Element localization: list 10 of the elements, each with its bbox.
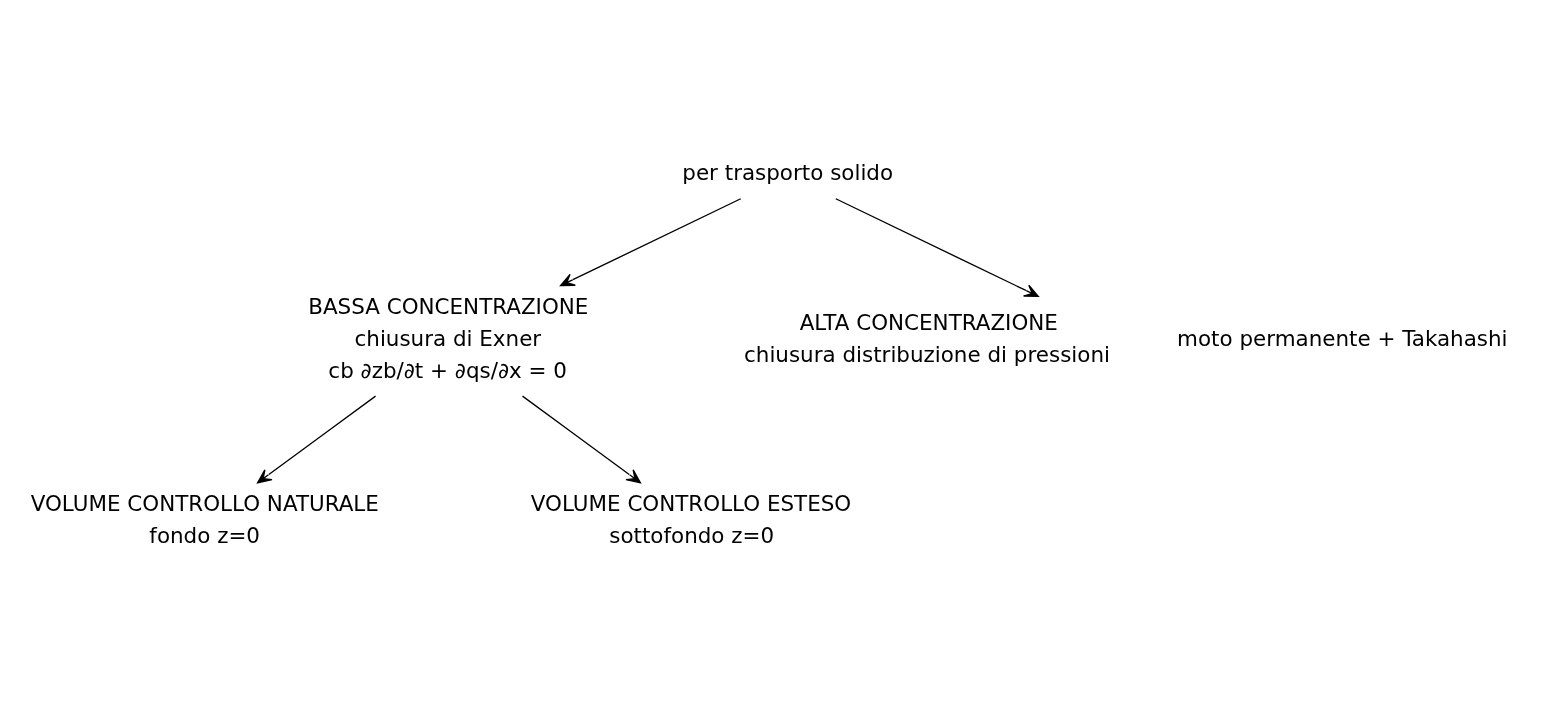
arrow (835, 198, 1039, 298)
node-text: VOLUME CONTROLLO NATURALE fondo z=0 (30, 490, 379, 548)
arrow (521, 395, 642, 484)
node-text: BASSA CONCENTRAZIONE chiusura di Exner cb ∂zb/∂t + ∂qs/∂x = 0 (308, 293, 589, 384)
node-text: ALTA CONCENTRAZIONE chiusura distribuzione di pressioni (744, 309, 1110, 367)
node-text: VOLUME CONTROLLO ESTESO sottofondo z=0 (530, 490, 852, 548)
arrow (559, 198, 742, 287)
node-label: moto permanente + Takahashi (1177, 325, 1508, 351)
arrow (256, 395, 377, 484)
node-text: per trasporto solido (682, 159, 894, 185)
